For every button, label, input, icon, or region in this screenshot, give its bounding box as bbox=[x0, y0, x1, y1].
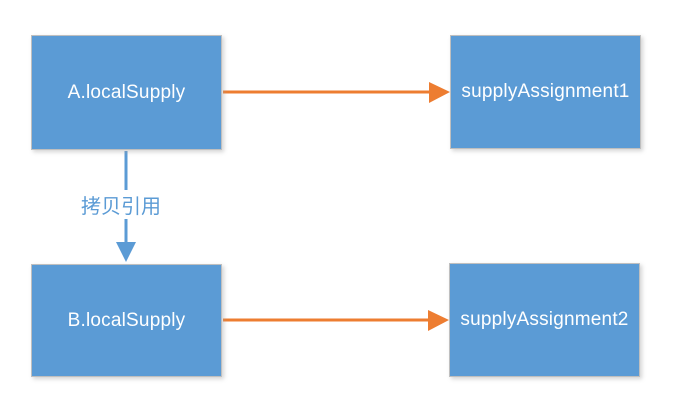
node-supplyassignment2[interactable]: supplyAssignment2 bbox=[449, 263, 640, 377]
node-label: B.localSupply bbox=[67, 309, 186, 331]
edge-label-copy-reference: 拷贝引用 bbox=[78, 190, 164, 219]
node-a-localsupply[interactable]: A.localSupply bbox=[31, 35, 222, 150]
arrow-a-to-supplyassignment1[interactable] bbox=[223, 82, 450, 103]
node-label: supplyAssignment1 bbox=[461, 81, 630, 102]
node-b-localsupply[interactable]: B.localSupply bbox=[31, 264, 222, 377]
arrow-b-to-supplyassignment2[interactable] bbox=[223, 310, 449, 331]
arrow-head-icon bbox=[428, 310, 449, 331]
node-label: supplyAssignment2 bbox=[460, 309, 629, 330]
node-label: A.localSupply bbox=[67, 81, 186, 103]
arrow-head-icon bbox=[116, 242, 136, 262]
node-supplyassignment1[interactable]: supplyAssignment1 bbox=[450, 35, 641, 149]
arrow-head-icon bbox=[429, 82, 450, 103]
